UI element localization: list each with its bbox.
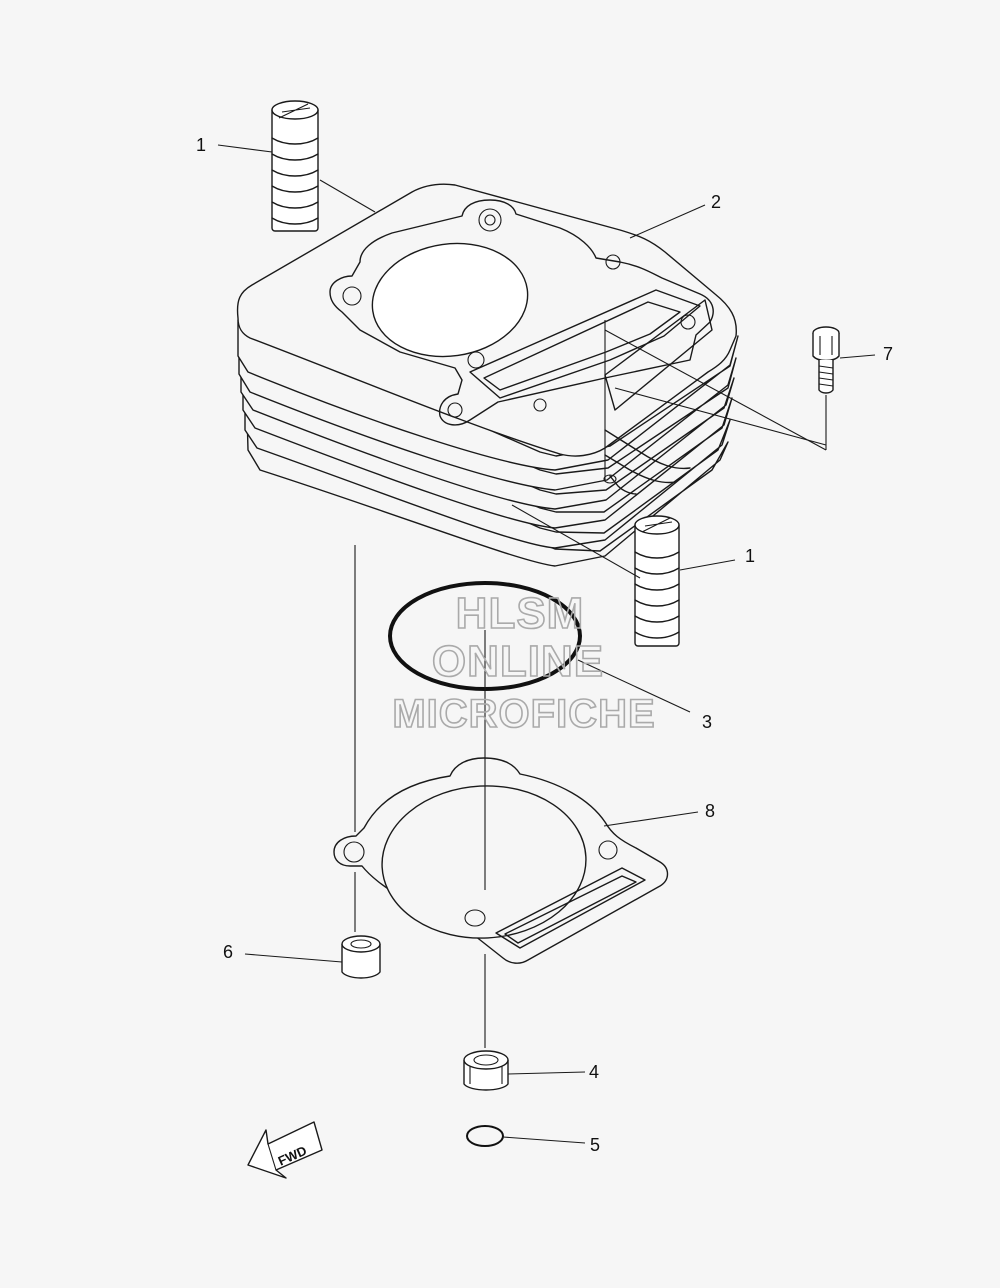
- watermark-line-2: ONLINE: [432, 637, 604, 686]
- dowel-pin-right: [634, 515, 680, 647]
- flange-bolt: [812, 326, 840, 394]
- cylinder-base-gasket: [333, 757, 669, 964]
- dowel-pin-top: [271, 100, 319, 232]
- dowel-6: [341, 935, 381, 979]
- watermark: HLSM ONLINE MICROFICHE: [392, 588, 656, 737]
- fwd-arrow-icon: FWD: [247, 1121, 323, 1179]
- callout-4: 4: [589, 1062, 599, 1082]
- callout-5: 5: [590, 1135, 600, 1155]
- callout-2: 2: [711, 192, 721, 212]
- callout-8: 8: [705, 801, 715, 821]
- dowel-4: [463, 1050, 509, 1091]
- callout-1-right: 1: [745, 546, 755, 566]
- watermark-line-3: MICROFICHE: [392, 692, 655, 736]
- watermark-line-1: HLSM: [456, 589, 585, 638]
- cylinder-block: [236, 183, 739, 567]
- callout-1-top: 1: [196, 135, 206, 155]
- callout-7: 7: [883, 344, 893, 364]
- small-o-ring: [466, 1125, 504, 1147]
- callout-3: 3: [702, 712, 712, 732]
- callout-leaders: [217, 144, 876, 1144]
- callout-6: 6: [223, 942, 233, 962]
- alignment-lines: [354, 320, 827, 1048]
